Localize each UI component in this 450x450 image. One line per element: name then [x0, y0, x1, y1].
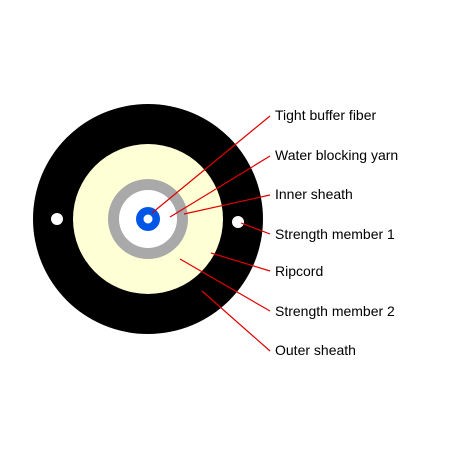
leader-inner-sheath — [183, 194, 271, 215]
label-outer-sheath: Outer sheath — [275, 342, 356, 358]
leader-tight-buffer-fiber — [151, 115, 271, 214]
leader-strength-member-2 — [179, 258, 271, 312]
label-strength-member-1: Strength member 1 — [275, 226, 395, 242]
strength-member-1-right — [232, 216, 244, 228]
leader-outer-sheath — [201, 290, 271, 352]
leader-water-blocking-yarn — [169, 155, 271, 218]
leader-strength-member-1 — [240, 222, 271, 235]
label-tight-buffer-fiber: Tight buffer fiber — [275, 107, 377, 123]
leader-ripcord — [210, 252, 271, 272]
label-water-blocking-yarn: Water blocking yarn — [275, 147, 398, 163]
strength-member-1-left — [51, 213, 63, 225]
label-ripcord: Ripcord — [275, 263, 323, 279]
label-strength-member-2: Strength member 2 — [275, 303, 395, 319]
label-inner-sheath: Inner sheath — [275, 186, 353, 202]
tight-buffer-fiber-core — [143, 214, 153, 224]
